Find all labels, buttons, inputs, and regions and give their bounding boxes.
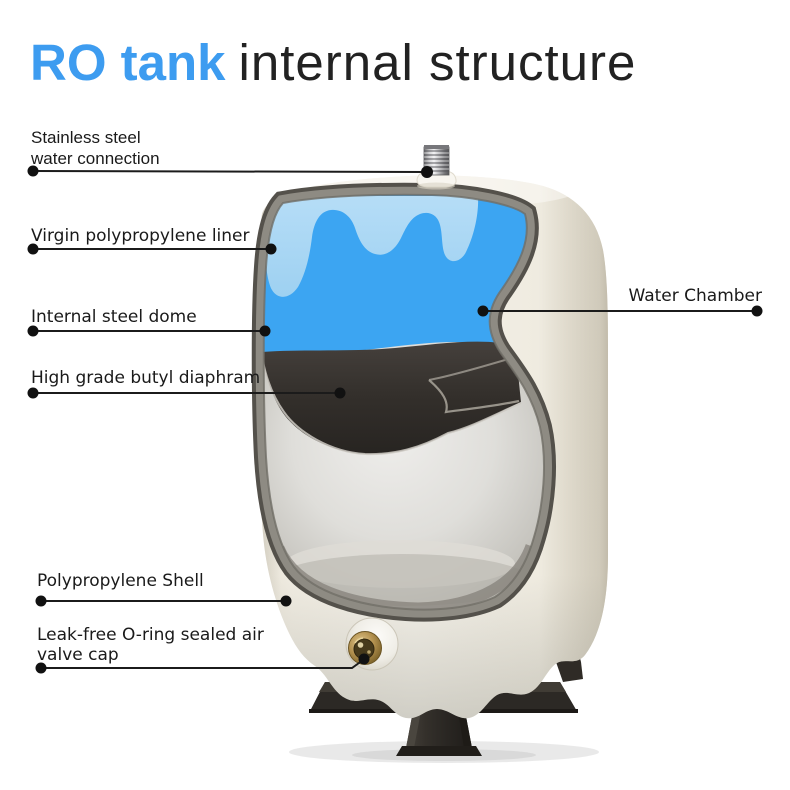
- rim-inner-line: [262, 193, 546, 611]
- leader-dot: [259, 325, 271, 337]
- valve-rim-highlight: [354, 637, 364, 644]
- cutaway-contents: [263, 194, 545, 610]
- diaphragm-fold-crease: [428, 379, 520, 414]
- leader-lines: [32, 170, 757, 669]
- diaphragm-bottom-outline: [263, 355, 522, 456]
- leader-dot: [27, 387, 39, 399]
- water-highlight-clouds: [264, 196, 479, 297]
- leader-dot: [280, 595, 292, 607]
- fitting-top: [424, 145, 449, 149]
- base-front-foot: [396, 746, 482, 756]
- leader-dot: [358, 653, 370, 665]
- butyl-diaphragm: [263, 341, 521, 455]
- leader-dot: [27, 165, 39, 177]
- label-diaphragm: High grade butyl diaphram: [31, 368, 261, 388]
- leader-dot: [35, 595, 47, 607]
- label-air-valve: Leak-free O-ring sealed air valve cap: [37, 625, 264, 665]
- leader-line-air-valve: [41, 659, 364, 669]
- label-air-valve-line1: Leak-free O-ring sealed air: [37, 625, 264, 645]
- air-valve: [345, 617, 399, 671]
- label-air-valve-line2: valve cap: [37, 645, 119, 665]
- leader-dot: [27, 243, 39, 255]
- title-subtitle: internal structure: [238, 34, 637, 91]
- leader-line-water-connection: [32, 170, 428, 173]
- leader-dot: [334, 387, 346, 399]
- label-shell: Polypropylene Shell: [37, 571, 204, 591]
- water-connection-fitting: [416, 145, 457, 190]
- label-water-connection: Stainless steel water connection: [31, 127, 160, 169]
- leader-dot: [27, 325, 39, 337]
- title-product: RO tank: [30, 34, 226, 91]
- leader-dot: [421, 166, 433, 178]
- leader-dot: [35, 662, 47, 674]
- label-water-connection-line2: water connection: [31, 149, 160, 168]
- valve-glint-1: [357, 642, 364, 648]
- label-steel-dome: Internal steel dome: [31, 307, 197, 327]
- leader-dot: [751, 305, 763, 317]
- label-water-chamber: Water Chamber: [628, 286, 762, 306]
- label-liner: Virgin polypropylene liner: [31, 226, 250, 246]
- leader-dot: [265, 243, 277, 255]
- valve-glint-2: [367, 650, 371, 654]
- fitting-collar-shadow: [417, 182, 455, 190]
- label-water-connection-line1: Stainless steel: [31, 128, 141, 147]
- leader-dots: [27, 165, 763, 674]
- leader-dot: [477, 305, 489, 317]
